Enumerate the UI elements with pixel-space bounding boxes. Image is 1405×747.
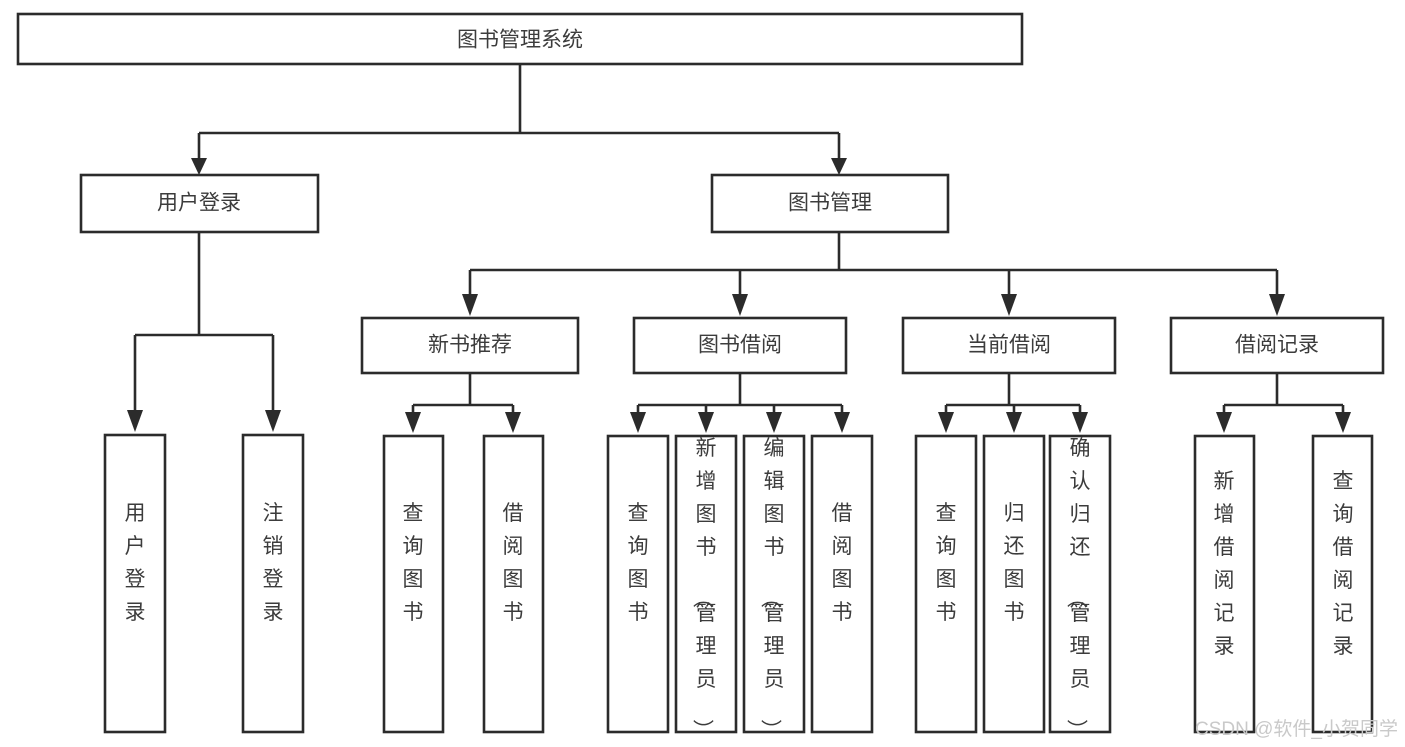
arrow-head-icon-leaf-book-borrow-1 [630,412,646,433]
leaf-label-book-borrow-4: 借阅图书 [832,502,853,624]
node-book-borrow[interactable]: 图书借阅 [632,316,848,375]
node-box-current-borrow[interactable] [901,316,1117,375]
arrow-head-icon-leaf-book-borrow-2 [698,412,714,433]
node-user-login[interactable]: 用户登录 [79,173,320,234]
leaf-box-book-borrow-4[interactable] [810,434,874,734]
leaf-box-book-borrow-2[interactable] [674,434,738,734]
arrow-head-icon-leaf-user-login-2 [265,410,281,432]
leaf-box-user-login-1[interactable] [103,433,167,734]
leaf-label-user-login-1: 用户登录 [125,502,146,624]
arrow-head-icon-leaf-book-borrow-4 [834,412,850,433]
leaf-box-borrow-record-1[interactable] [1193,434,1256,734]
arrow-head-icon-leaf-book-borrow-3 [766,412,782,433]
leaf-node-current-borrow-3[interactable]: 确认归还（管理员） [1048,434,1112,740]
node-label-new-book-recommend: 新书推荐 [428,334,512,357]
leaf-node-book-borrow-2[interactable]: 新增图书（管理员） [674,434,738,740]
node-box-borrow-record[interactable] [1169,316,1385,375]
leaf-node-user-login-1[interactable]: 用户登录 [103,433,167,734]
leaf-box-borrow-record-2[interactable] [1311,434,1374,734]
node-root-book-management-system[interactable]: 图书管理系统 [16,12,1024,66]
leaf-box-new-book-2[interactable] [482,434,545,734]
connector-group-new-book [405,373,521,433]
connector-group-current-borrow [938,373,1088,433]
node-label-book-management: 图书管理 [788,192,872,215]
leaf-node-current-borrow-2[interactable]: 归还图书 [982,434,1046,734]
arrow-head-icon-leaf-current-borrow-3 [1072,412,1088,433]
arrow-head-icon-leaf-current-borrow-1 [938,412,954,433]
node-label-current-borrow: 当前借阅 [967,334,1051,357]
leaf-box-current-borrow-3[interactable] [1048,434,1112,734]
leaf-label-book-borrow-1: 查询图书 [628,502,649,624]
arrow-head-icon-leaf-new-book-1 [405,412,421,433]
arrow-head-icon-leaf-borrow-record-1 [1216,412,1232,433]
node-label-root: 图书管理系统 [457,29,583,52]
node-label-borrow-record: 借阅记录 [1235,334,1319,357]
leaf-box-new-book-1[interactable] [382,434,445,734]
arrow-head-icon-book-manage [831,158,847,175]
node-box-new-book-recommend[interactable] [360,316,580,375]
connector-group-borrow-record [1216,373,1351,433]
leaf-label-borrow-record-2: 查询借阅记录 [1333,470,1354,658]
node-book-management[interactable]: 图书管理 [710,173,950,234]
leaf-label-new-book-2: 借阅图书 [503,502,524,624]
connector-group-user-login [127,232,281,432]
leaf-label-current-borrow-1: 查询图书 [936,502,957,624]
leaf-label-borrow-record-1: 新增借阅记录 [1214,470,1235,658]
arrow-head-icon-new-book [462,294,478,316]
node-label-book-borrow: 图书借阅 [698,334,782,357]
leaf-box-book-borrow-1[interactable] [606,434,670,734]
node-box-book-borrow[interactable] [632,316,848,375]
leaf-label-user-login-2: 注销登录 [263,502,284,624]
leaf-label-book-borrow-2: 新增图书（管理员） [691,437,717,740]
leaf-node-new-book-1[interactable]: 查询图书 [382,434,445,734]
node-box-book-management[interactable] [710,173,950,234]
node-box-user-login[interactable] [79,173,320,234]
leaf-node-book-borrow-4[interactable]: 借阅图书 [810,434,874,734]
watermark-label: CSDN @软件_小贺同学 [1195,718,1398,740]
node-borrow-record[interactable]: 借阅记录 [1169,316,1385,375]
connector-group-book-borrow [630,373,850,433]
leaf-box-current-borrow-1[interactable] [914,434,978,734]
arrow-head-icon-book-borrow [732,294,748,316]
leaf-box-current-borrow-2[interactable] [982,434,1046,734]
arrow-head-icon-user-login [191,158,207,175]
leaf-node-current-borrow-1[interactable]: 查询图书 [914,434,978,734]
node-box-root[interactable] [16,12,1024,66]
arrow-head-icon-current-borrow [1001,294,1017,316]
connector-group-book-manage [462,232,1285,316]
leaf-node-borrow-record-1[interactable]: 新增借阅记录 [1193,434,1256,734]
node-label-user-login: 用户登录 [157,192,241,215]
arrow-head-icon-leaf-current-borrow-2 [1006,412,1022,433]
arrow-head-icon-leaf-new-book-2 [505,412,521,433]
leaf-label-new-book-1: 查询图书 [403,502,424,624]
leaf-node-book-borrow-1[interactable]: 查询图书 [606,434,670,734]
leaf-label-current-borrow-3: 确认归还（管理员） [1065,437,1091,740]
leaf-box-user-login-2[interactable] [241,433,305,734]
arrow-head-icon-leaf-borrow-record-2 [1335,412,1351,433]
leaf-node-new-book-2[interactable]: 借阅图书 [482,434,545,734]
leaf-label-current-borrow-2: 归还图书 [1004,502,1025,624]
leaf-node-borrow-record-2[interactable]: 查询借阅记录 [1311,434,1374,734]
leaf-label-book-borrow-3: 编辑图书（管理员） [759,437,785,740]
arrow-head-icon-leaf-user-login-1 [127,410,143,432]
node-new-book-recommend[interactable]: 新书推荐 [360,316,580,375]
leaf-node-book-borrow-3[interactable]: 编辑图书（管理员） [742,434,806,740]
leaf-node-user-login-2[interactable]: 注销登录 [241,433,305,734]
leaf-box-book-borrow-3[interactable] [742,434,806,734]
node-current-borrow[interactable]: 当前借阅 [901,316,1117,375]
connector-group-root [191,64,847,175]
arrow-head-icon-borrow-record [1269,294,1285,316]
